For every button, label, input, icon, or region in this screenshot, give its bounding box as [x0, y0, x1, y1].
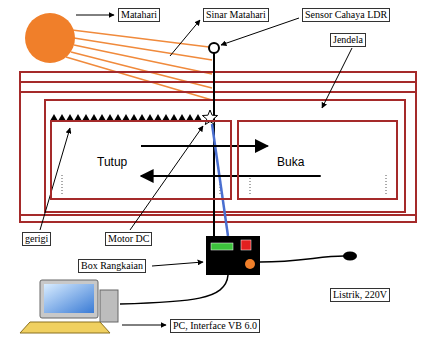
callout-label: Motor DC	[105, 232, 152, 246]
window-pane: Tutup	[50, 120, 232, 200]
motion-arrow	[141, 145, 268, 147]
callout-label: Sensor Cahaya LDR	[302, 8, 390, 22]
window-pane: Buka	[237, 120, 398, 200]
callout-label: Sinar Matahari	[203, 8, 269, 22]
window-frame	[20, 72, 416, 222]
callout-label: gerigi	[22, 232, 51, 246]
callout-label: Box Rangkaian	[78, 259, 146, 273]
callout-label: PC, Interface VB 6.0	[170, 319, 260, 333]
power-plug	[343, 252, 357, 261]
circuit-box	[206, 236, 260, 275]
callout-label: Matahari	[118, 8, 160, 22]
power-cable	[260, 256, 344, 262]
leader-lines	[40, 15, 352, 325]
pane-label: Buka	[277, 155, 304, 169]
pc-icon	[20, 280, 118, 333]
pc-cable	[120, 275, 228, 304]
pane-label: Tutup	[97, 155, 127, 169]
ldr-sensor	[209, 43, 219, 53]
motor-wire	[212, 124, 228, 236]
pane-dots	[62, 175, 386, 196]
dc-motor	[202, 110, 217, 125]
sun-rays	[66, 30, 212, 100]
callout-label: Jendela	[330, 33, 366, 47]
sun	[25, 13, 75, 63]
callout-label: Listrik, 220V	[330, 288, 390, 302]
